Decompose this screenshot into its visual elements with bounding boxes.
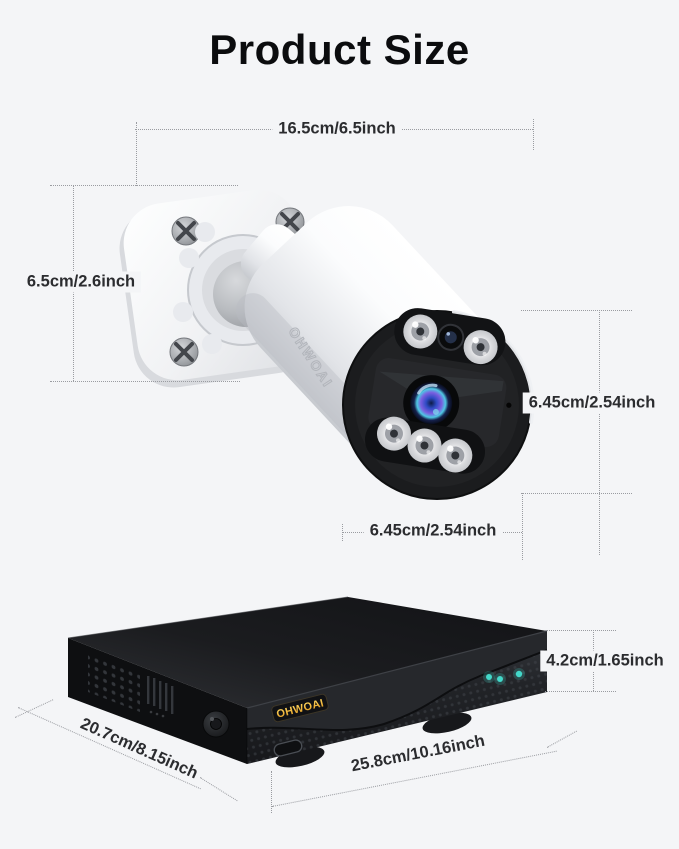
dimension-tick bbox=[545, 691, 616, 692]
dimension-tick bbox=[521, 493, 632, 494]
dvr-left-face bbox=[68, 638, 247, 764]
status-leds bbox=[483, 668, 525, 685]
usb-port bbox=[273, 739, 303, 757]
dimension-tick bbox=[50, 381, 240, 382]
dimension-line bbox=[599, 310, 600, 555]
side-knob bbox=[202, 710, 230, 738]
camera-face-height-label: 6.45cm/2.54inch bbox=[522, 392, 662, 414]
dimension-tick bbox=[533, 119, 534, 150]
dimension-tick bbox=[271, 771, 272, 813]
dvr-recorder: OHWOAI bbox=[67, 596, 548, 768]
dimension-tick bbox=[522, 493, 523, 560]
camera-width-label: 16.5cm/6.5inch bbox=[272, 118, 402, 140]
dvr-height-label: 4.2cm/1.65inch bbox=[540, 650, 670, 672]
page-title: Product Size bbox=[209, 26, 470, 73]
mic-hole bbox=[506, 402, 512, 408]
dimension-tick bbox=[136, 122, 137, 186]
dimension-tick bbox=[50, 185, 238, 186]
dvr-front-face: OHWOAI bbox=[246, 630, 548, 764]
dimension-tick bbox=[521, 310, 632, 311]
dvr-top-face bbox=[68, 597, 547, 708]
camera-lens bbox=[403, 375, 460, 432]
dimension-tick bbox=[342, 524, 343, 541]
dimension-tick bbox=[545, 630, 616, 631]
vent-holes bbox=[88, 652, 140, 712]
camera-mount-height-label: 6.5cm/2.6inch bbox=[20, 271, 142, 293]
light-sensor bbox=[437, 323, 465, 351]
bullet-camera: OHWOAI bbox=[119, 189, 535, 500]
camera-face-width-label: 6.45cm/2.54inch bbox=[363, 520, 503, 542]
camera-face bbox=[342, 308, 535, 500]
vent-slats bbox=[147, 676, 174, 714]
